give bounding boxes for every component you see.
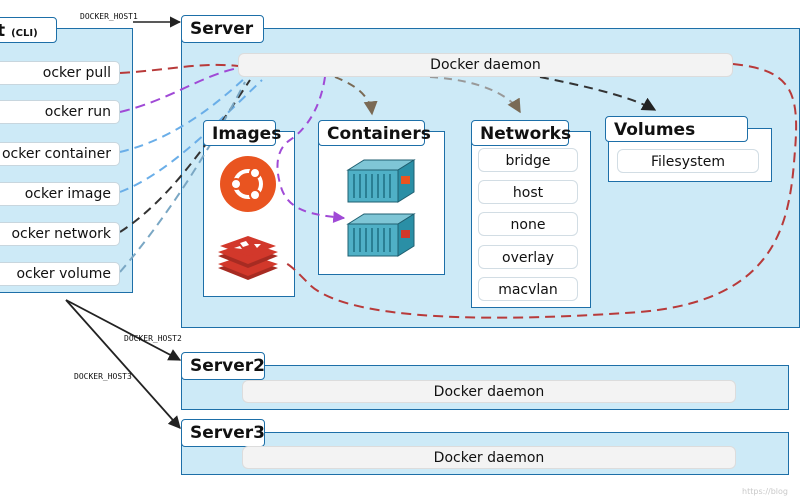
redis-icon [214, 234, 282, 284]
server3-title: Server3 [190, 423, 265, 443]
server3-docker-daemon: Docker daemon [242, 446, 736, 469]
host2-arrow [65, 299, 182, 361]
watermark: https://blog [742, 487, 788, 496]
cli-command-container[interactable]: ocker container [0, 142, 120, 166]
cli-command-pull[interactable]: ocker pull [0, 61, 120, 85]
docker-host2-label: DOCKER_HOST2 [124, 334, 182, 343]
network-item-host[interactable]: host [478, 180, 578, 204]
docker-host3-label: DOCKER_HOST3 [74, 372, 132, 381]
ubuntu-icon [218, 154, 278, 214]
server-title: Server [190, 19, 254, 39]
containers-title-tab: Containers [318, 120, 431, 146]
volume-item-filesystem[interactable]: Filesystem [617, 149, 759, 173]
container-icon [344, 210, 418, 262]
cli-command-image[interactable]: ocker image [0, 182, 120, 206]
volumes-title-tab: Volumes [605, 116, 748, 142]
server2-title: Server2 [190, 356, 265, 376]
server2-docker-daemon: Docker daemon [242, 380, 736, 403]
client-title-tab: t (CLI) [0, 17, 57, 43]
network-item-bridge[interactable]: bridge [478, 148, 578, 172]
cli-command-network[interactable]: ocker network [0, 222, 120, 246]
server2-title-tab: Server2 [181, 352, 265, 380]
containers-title: Containers [327, 124, 431, 144]
volumes-title: Volumes [614, 120, 696, 140]
cli-command-volume[interactable]: ocker volume [0, 262, 120, 286]
network-item-macvlan[interactable]: macvlan [478, 277, 578, 301]
networks-title-tab: Networks [471, 120, 572, 146]
host3-arrow [65, 299, 181, 429]
server-docker-daemon: Docker daemon [238, 53, 733, 77]
images-title: Images [212, 124, 282, 144]
network-item-none[interactable]: none [478, 212, 578, 236]
networks-title: Networks [480, 124, 572, 144]
images-title-tab: Images [203, 120, 281, 146]
network-item-overlay[interactable]: overlay [478, 245, 578, 269]
cli-command-run[interactable]: ocker run [0, 100, 120, 124]
server-title-tab: Server [181, 15, 264, 43]
docker-host1-label: DOCKER_HOST1 [80, 12, 138, 21]
client-title: t [0, 21, 6, 41]
server3-title-tab: Server3 [181, 419, 265, 447]
container-icon [344, 156, 418, 208]
client-subtitle: (CLI) [11, 28, 38, 39]
